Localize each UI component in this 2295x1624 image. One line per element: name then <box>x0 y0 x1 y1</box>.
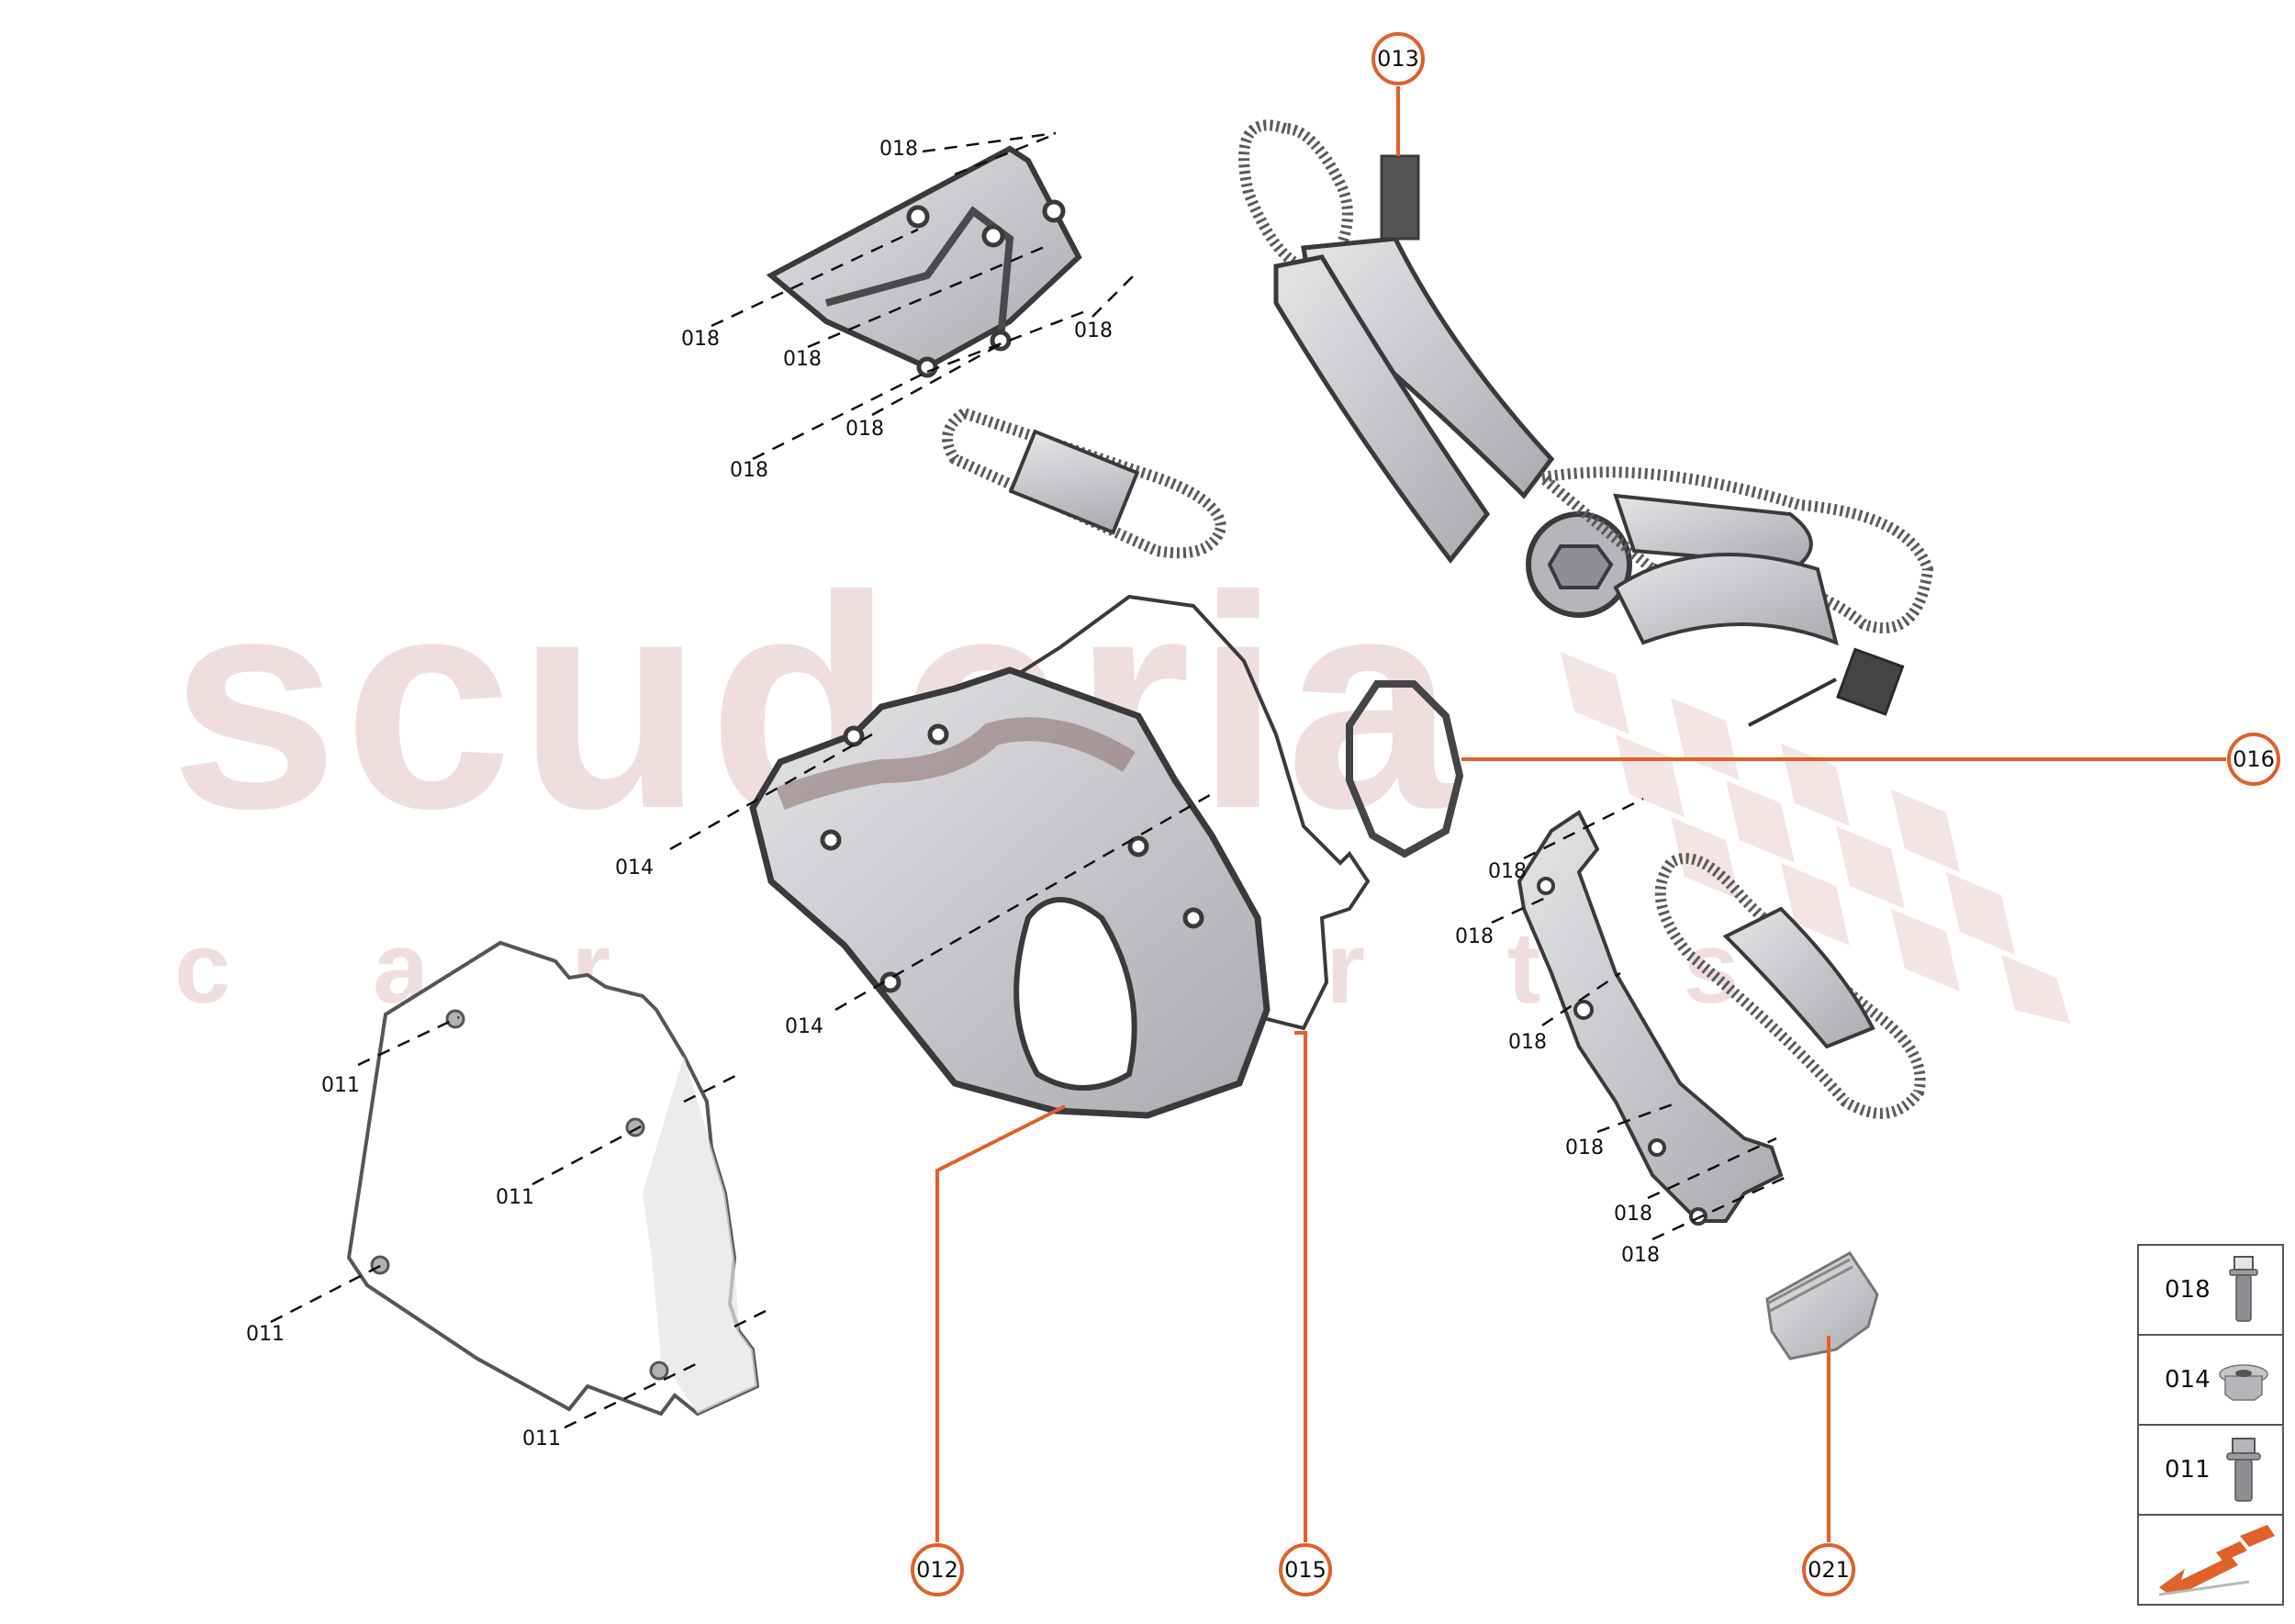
callout-012[interactable]: 012 <box>911 1543 964 1596</box>
timing-chain-assembly <box>1238 119 1934 727</box>
part-label: 018 <box>845 418 884 441</box>
legend-code: 018 <box>2165 1276 2211 1304</box>
part-label: 018 <box>783 348 822 371</box>
part-label: 014 <box>785 1015 823 1038</box>
part-label: 018 <box>1074 319 1113 342</box>
legend-item-014[interactable]: 014 <box>2139 1336 2282 1426</box>
callout-016[interactable]: 016 <box>2227 733 2280 786</box>
timing-cover-part <box>749 666 1271 1119</box>
part-label: 018 <box>681 328 720 351</box>
part-label: 011 <box>321 1074 360 1097</box>
part-label: 014 <box>615 857 654 879</box>
part-label: 011 <box>496 1186 534 1209</box>
part-label: 018 <box>730 459 768 482</box>
upper-housing-part <box>766 145 1082 378</box>
flange-nut-icon <box>2219 1364 2268 1401</box>
legend-code: 011 <box>2165 1456 2211 1484</box>
part-label: 018 <box>1508 1031 1547 1054</box>
legend-item-018[interactable]: 018 <box>2139 1246 2282 1336</box>
guide-rail-bracket-part <box>1517 810 1784 1226</box>
part-label: 018 <box>1621 1244 1660 1267</box>
checkered-flag-watermark <box>1561 652 2070 1024</box>
part-label: 018 <box>1488 860 1527 883</box>
part-label: 018 <box>879 138 918 161</box>
piston-part <box>1765 1251 1879 1361</box>
callout-015[interactable]: 015 <box>1279 1543 1332 1596</box>
callout-013[interactable]: 013 <box>1371 32 1425 85</box>
cover-plate-part <box>346 940 760 1417</box>
legend-code: 014 <box>2165 1366 2211 1394</box>
seal-ring-part <box>1346 680 1464 858</box>
orange-direction-arrow-icon <box>2158 1525 2275 1596</box>
long-flange-bolt-icon <box>2229 1256 2258 1322</box>
part-label: 018 <box>1614 1203 1652 1226</box>
secondary-chain-part <box>1654 853 1926 1119</box>
part-label: 018 <box>1455 925 1494 948</box>
short-flange-bolt-icon <box>2226 1438 2261 1502</box>
part-label: 011 <box>246 1323 285 1346</box>
direction-arrow-cell <box>2139 1516 2282 1604</box>
part-label: 018 <box>1565 1137 1604 1159</box>
fastener-legend: 018 014 011 <box>2137 1244 2284 1606</box>
legend-item-011[interactable]: 011 <box>2139 1426 2282 1516</box>
small-chain-drive <box>942 407 1227 559</box>
part-label: 011 <box>522 1428 561 1450</box>
callout-021[interactable]: 021 <box>1802 1543 1855 1596</box>
